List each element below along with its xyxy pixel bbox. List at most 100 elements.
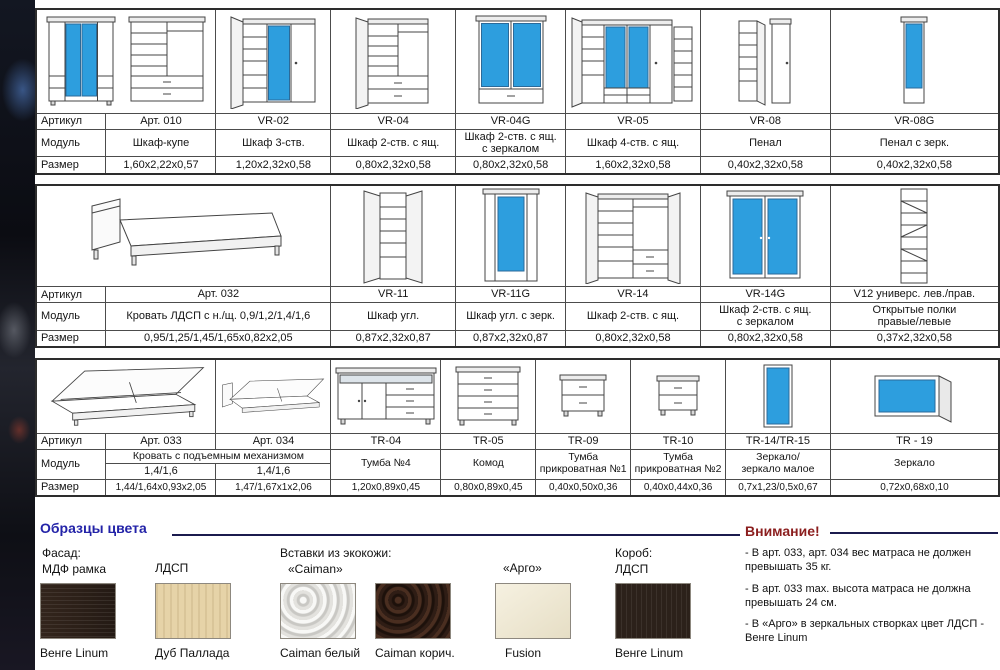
bed-wardrobes-table: Артикул Арт. 032 VR-11 VR-11G VR-14 VR-1… (35, 184, 1000, 349)
module-cell: Шкаф 2-ств. с ящ. (330, 128, 457, 158)
product-image-cell (330, 358, 442, 434)
module-sub-cell: 1,4/1,6 (105, 463, 217, 480)
row-label-article: Артикул (35, 286, 107, 303)
product-image-cell (565, 8, 701, 114)
article-cell: TR-05 (440, 432, 537, 450)
art-010-open-wardrobe-illustration (128, 16, 206, 102)
product-image-cell (829, 8, 1000, 114)
vr-11g-corner-mirror-wardrobe-illustration (482, 188, 540, 282)
article-cell: VR-08G (829, 112, 1000, 130)
product-image-cell (35, 8, 217, 114)
product-image-cell (35, 184, 332, 287)
article-cell: TR - 19 (829, 432, 1000, 450)
product-image-cell (330, 8, 457, 114)
attention-note-3: - В «Арго» в зеркальных створках цвет ЛД… (745, 618, 984, 645)
module-cell: Шкаф угл. (330, 302, 457, 331)
left-photo-strip (0, 0, 35, 670)
module-span-cell: Кровать с подъемным механизмом (105, 448, 332, 465)
vr-04g-mirror-wardrobe-illustration (475, 15, 547, 104)
swatch-venge-linum-korob (615, 583, 691, 639)
product-image-cell (215, 358, 332, 434)
swatch-venge-linum-facade (40, 583, 116, 639)
row-label-size: Размер (35, 156, 107, 175)
module-cell: Открытые полки правые/левые (829, 302, 1000, 331)
article-cell: VR-08 (700, 112, 831, 130)
article-cell: VR-11 (330, 286, 457, 303)
wardrobes-table: Артикул Арт. 010 VR-02 VR-04 VR-04G VR-0… (35, 8, 1000, 175)
swatch-caiman-brown (375, 583, 451, 639)
attention-divider-line (829, 531, 998, 534)
size-cell: 0,80х2,32х0,58 (565, 329, 701, 348)
korob-header: Короб: ЛДСП (615, 546, 652, 577)
size-cell: 0,87х2,32х0,87 (455, 329, 567, 348)
attention-header: Внимание! (745, 523, 998, 539)
module-cell: Шкаф 3-ств. (215, 128, 332, 158)
attention-note-2: - В арт. 033 max. высота матраса не долж… (745, 582, 971, 609)
eco-header-line1: Вставки из экокожи: (280, 546, 392, 560)
tr-05-chest-illustration (455, 366, 521, 426)
row-label-article: Артикул (35, 112, 107, 130)
size-cell: 1,20х2,32х0,58 (215, 156, 332, 175)
module-sub-cell: 1,4/1,6 (215, 463, 332, 480)
module-cell: Зеркало (829, 448, 1000, 480)
article-cell: Арт. 034 (215, 432, 332, 450)
swatch-label: Венге Linum (40, 646, 109, 660)
module-cell: Тумба прикроватная №2 (630, 448, 727, 480)
size-cell: 0,95/1,25/1,45/1,65х0,82х2,05 (105, 329, 332, 348)
module-cell: Комод (440, 448, 537, 480)
v12-open-shelves-illustration (900, 188, 928, 284)
module-cell: Шкаф 2-ств. с ящ. (565, 302, 701, 331)
facade-header: Фасад: МДФ рамка (42, 546, 106, 577)
product-image-cell (535, 358, 632, 434)
product-image-cell (630, 358, 727, 434)
swatch-label: Caiman белый (280, 646, 361, 660)
tr-09-nightstand-illustration (559, 374, 607, 417)
vr-05-wardrobe-illustration (571, 17, 693, 108)
tr-10-nightstand-illustration (656, 375, 700, 416)
module-cell: Шкаф 2-ств. с ящ. с зеркалом (455, 128, 567, 158)
size-cell: 0,40х2,32х0,58 (829, 156, 1000, 175)
article-cell: VR-04 (330, 112, 457, 130)
ldsp-header: ЛДСП (155, 561, 189, 575)
article-cell: V12 универс. лев./прав. (829, 286, 1000, 303)
size-cell: 0,80х2,32х0,58 (699, 329, 831, 348)
row-label-size: Размер (35, 478, 107, 497)
size-cell: 0,87х2,32х0,87 (330, 329, 457, 348)
article-cell: TR-14/TR-15 (725, 432, 831, 450)
module-cell: Тумба №4 (330, 448, 442, 480)
module-cell: Шкаф-купе (105, 128, 217, 158)
vr-04-wardrobe-illustration (355, 17, 429, 110)
facade-header-line2: МДФ рамка (42, 561, 107, 576)
article-cell: VR-14G (699, 286, 831, 303)
product-image-cell (455, 8, 567, 114)
vr-14-wardrobe-illustration (585, 192, 681, 284)
swatch-fusion (495, 583, 571, 639)
module-cell: Пенал с зерк. (829, 128, 1000, 158)
size-cell: 0,80х0,89х0,45 (440, 478, 537, 497)
article-cell: Арт. 010 (105, 112, 217, 130)
size-cell: 0,40х2,32х0,58 (700, 156, 831, 175)
samples-title: Образцы цвета (40, 520, 147, 536)
tr-19-mirror-illustration (874, 375, 952, 424)
size-cell: 0,80х2,32х0,58 (330, 156, 457, 175)
product-image-cell (330, 184, 457, 287)
size-cell: 0,40х0,50х0,36 (535, 478, 632, 497)
facade-header-line1: Фасад: (42, 546, 81, 560)
art-034-lift-bed-illustration (222, 378, 325, 414)
article-cell: Арт. 032 (105, 286, 332, 303)
swatch-label: Дуб Паллада (155, 646, 230, 660)
product-image-cell (725, 358, 831, 434)
argo-header: «Арго» (503, 561, 542, 575)
module-cell: Шкаф угл. с зерк. (455, 302, 567, 331)
article-cell: Арт. 033 (105, 432, 217, 450)
article-cell: VR-05 (565, 112, 701, 130)
tr-04-cabinet-illustration (335, 367, 437, 425)
size-cell: 0,40х0,44х0,36 (630, 478, 727, 497)
samples-divider-line (172, 534, 740, 536)
product-image-cell (829, 358, 1000, 434)
korob-header-line2: ЛДСП (615, 561, 649, 576)
size-cell: 1,20х0,89х0,45 (330, 478, 442, 497)
module-cell: Зеркало/ зеркало малое (725, 448, 831, 480)
size-cell: 1,44/1,64х0,93х2,05 (105, 478, 217, 497)
